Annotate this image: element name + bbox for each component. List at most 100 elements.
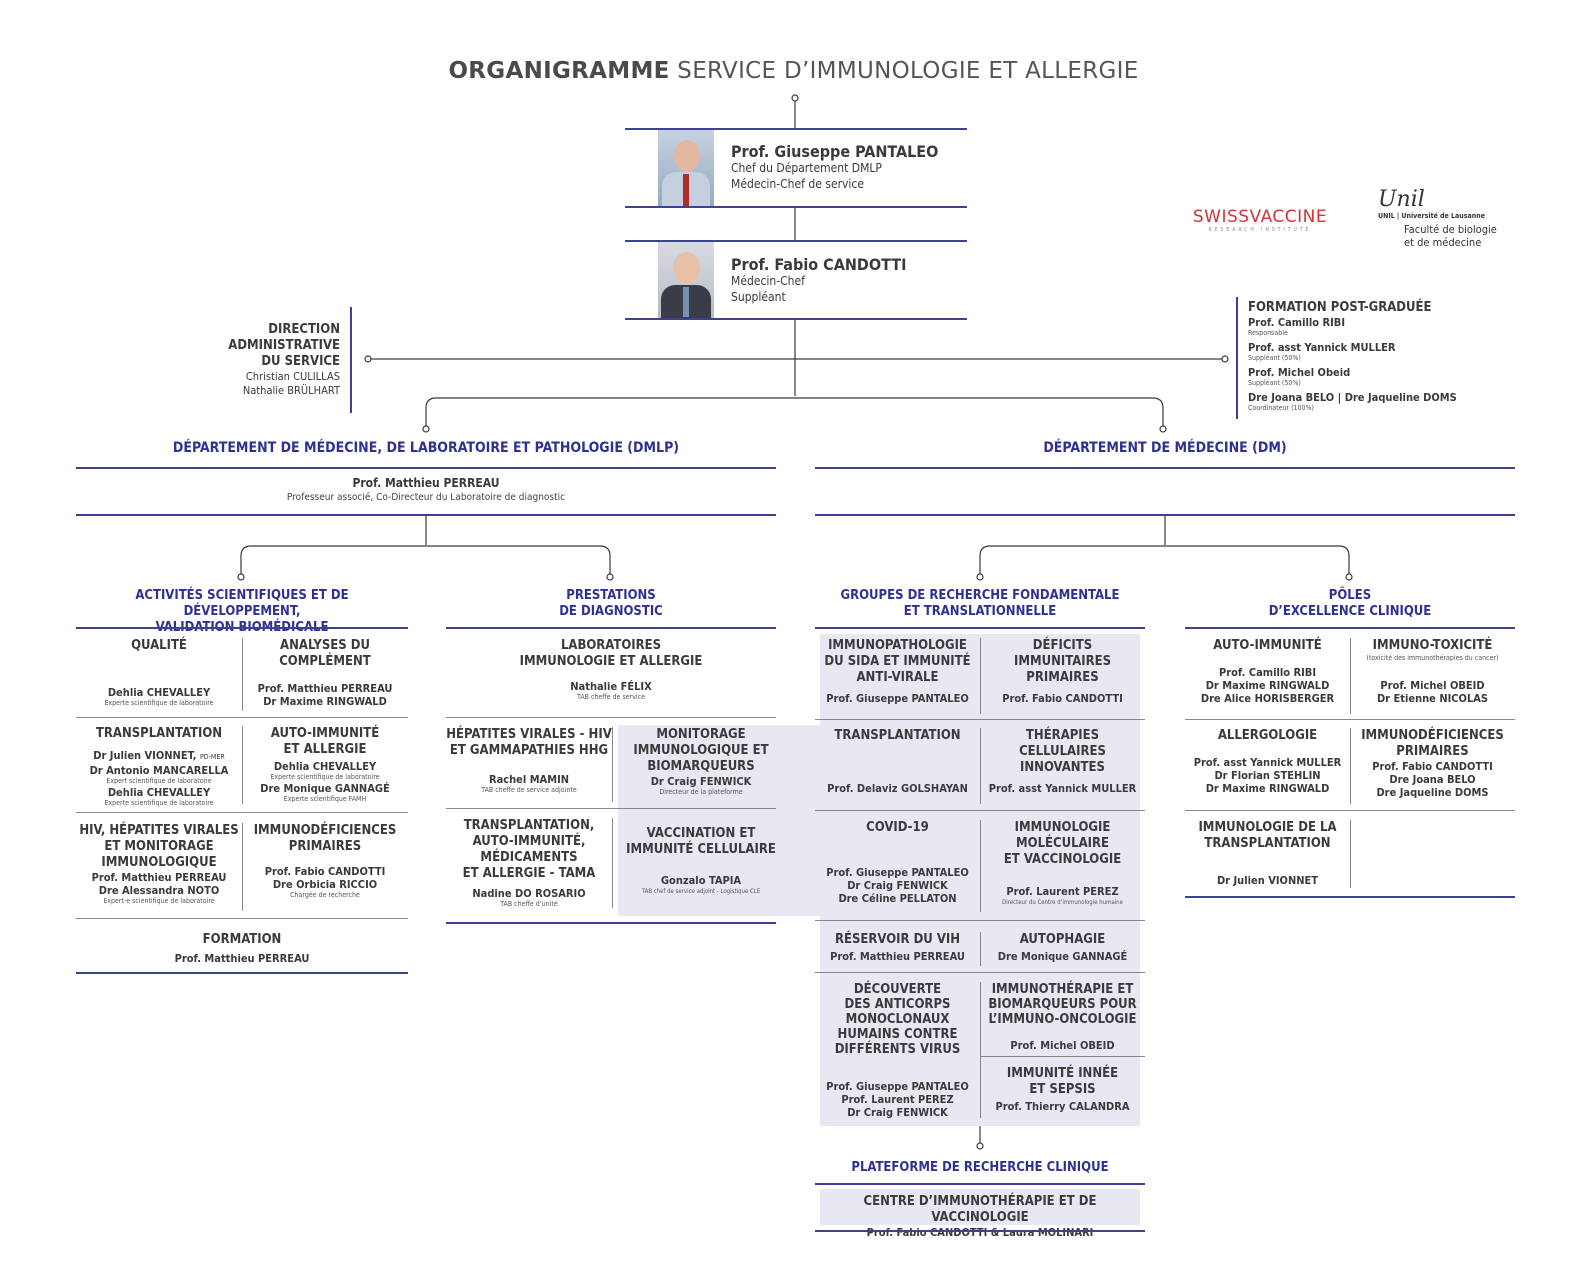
diag-monitorage: MONITORAGE IMMUNOLOGIQUE ET BIOMARQUEURS… — [618, 727, 784, 797]
grp-rule-top — [815, 627, 1145, 629]
sci-rule-bottom — [76, 972, 408, 974]
grp-mol-person: Prof. Laurent PEREZ — [1006, 885, 1119, 898]
head2-top-rule — [625, 240, 967, 242]
diag-title-2: DE DIAGNOSTIC — [559, 604, 663, 619]
sci-immu-title-2: PRIMAIRES — [288, 839, 362, 854]
pole-tox-person-2: Dr Etienne NICOLAS — [1376, 692, 1489, 705]
head2-role2: Suppléant — [731, 290, 786, 304]
unil-faculty-2: et de médecine — [1404, 236, 1482, 249]
grp-trans-title: TRANSPLANTATION — [834, 728, 961, 743]
sci-divider-2 — [242, 726, 243, 804]
pole-auto-person-2: Dr Maxime RINGWALD — [1205, 679, 1330, 692]
grp-rule-3 — [815, 810, 1145, 811]
pole-tx-person: Dr Julien VIONNET — [1216, 874, 1319, 887]
sci-formation: FORMATION Prof. Matthieu PERREAU — [76, 932, 408, 965]
sci-immu-title-1: IMMUNODÉFICIENCES — [253, 823, 397, 838]
pole-divider-1 — [1350, 638, 1351, 714]
diag-vacc-role: TAB chef de service adjoint - Logistique… — [641, 888, 761, 895]
title-bold: ORGANIGRAMME — [448, 58, 670, 84]
pole-immu-person-3: Dre Jaqueline DOMS — [1376, 786, 1489, 799]
sci-immu-role-2: Chargée de recherche — [290, 891, 360, 899]
grp-sida-title-1: IMMUNOPATHOLOGIE — [828, 638, 967, 653]
grp-dec-person-3: Dr Craig FENWICK — [847, 1106, 948, 1119]
grp-rule-2 — [815, 719, 1145, 720]
grp-mol-title-2: MOLÉCULAIRE — [1016, 836, 1109, 851]
sci-auto-person-2: Dre Monique GANNAGÉ — [260, 782, 390, 795]
grp-mol-title-3: ET VACCINOLOGIE — [1003, 852, 1122, 867]
sci-auto-immunite: AUTO-IMMUNITÉ ET ALLERGIE Dehlia CHEVALL… — [242, 726, 408, 804]
head1-name: Prof. Giuseppe PANTALEO — [731, 142, 939, 161]
grp-divider-3 — [980, 820, 981, 912]
dmlp-bottom-rule — [76, 514, 776, 516]
diag-hep-person: Rachel MAMIN — [488, 773, 570, 786]
pole-immuno-toxicite: IMMUNO-TOXICITÉ (toxicité des immunothér… — [1350, 638, 1515, 705]
unil-faculty-1: Faculté de biologie — [1404, 223, 1497, 236]
grp-ther-title-2: CELLULAIRES — [1019, 744, 1106, 759]
diag-vacc-title-1: VACCINATION ET — [646, 826, 756, 841]
pole-all-title: ALLERGOLOGIE — [1217, 728, 1318, 743]
grp-divider-2 — [980, 728, 981, 804]
sci-complement-person-2: Dr Maxime RINGWALD — [263, 695, 387, 708]
direction-title-3: DU SERVICE — [261, 354, 340, 369]
grp-immuno-oncologie: IMMUNOTHÉRAPIE ET BIOMARQUEURS POUR L’IM… — [980, 982, 1145, 1052]
grp-divider-5 — [980, 982, 981, 1118]
dmlp-top-rule — [76, 467, 776, 469]
sci-auto-title-1: AUTO-IMMUNITÉ — [270, 726, 380, 741]
grp-transplantation: TRANSPLANTATION Prof. Delaviz GOLSHAYAN — [815, 728, 980, 795]
grp-def-person: Prof. Fabio CANDOTTI — [1002, 692, 1123, 705]
grp-covid-person-3: Dre Céline PELLATON — [838, 892, 957, 905]
sci-transplantation-role-3: Experte scientifique de laboratoire — [104, 799, 214, 807]
grp-title-2: ET TRANSLATIONNELLE — [903, 604, 1057, 619]
grp-dec-person-2: Prof. Laurent PEREZ — [841, 1093, 954, 1106]
swissvaccine-wordmark: SWISSVACCINE — [1192, 207, 1328, 227]
pole-divider-3 — [1350, 820, 1351, 888]
sci-hiv-person-1: Prof. Matthieu PERREAU — [91, 871, 227, 884]
head2-name: Prof. Fabio CANDOTTI — [731, 255, 907, 274]
diag-mon-person: Dr Craig FENWICK — [650, 775, 752, 788]
diag-lab-role: TAB cheffe de service — [577, 693, 645, 701]
diag-mon-title-2: IMMUNOLOGIQUE ET — [633, 743, 769, 758]
pole-allergologie: ALLERGOLOGIE Prof. asst Yannick MULLER D… — [1185, 728, 1350, 795]
diag-divider-2 — [612, 818, 613, 908]
diag-hep-role: TAB cheffe de service adjointe — [481, 786, 577, 794]
diag-title: PRESTATIONS DE DIAGNOSTIC — [446, 588, 776, 620]
diag-rule-3 — [446, 808, 776, 809]
plat-centre: CENTRE D’IMMUNOTHÉRAPIE ET DE VACCINOLOG… — [815, 1194, 1145, 1239]
grp-sida-title-3: ANTI-VIRALE — [856, 670, 939, 685]
diag-tama: TRANSPLANTATION, AUTO-IMMUNITÉ, MÉDICAME… — [446, 818, 612, 909]
grp-def-title-1: DÉFICITS — [1032, 638, 1093, 653]
diag-divider-1 — [612, 727, 613, 802]
pole-immu-person-1: Prof. Fabio CANDOTTI — [1372, 760, 1493, 773]
sci-transplantation-title: TRANSPLANTATION — [95, 726, 223, 741]
pole-title-1: PÔLES — [1328, 588, 1372, 603]
diag-lab-person: Nathalie FÉLIX — [570, 680, 652, 693]
diag-rule-2 — [446, 717, 776, 718]
grp-dec-title-4: HUMAINS CONTRE — [837, 1027, 958, 1042]
pole-rule-bottom — [1185, 896, 1515, 898]
grp-rule-6 — [980, 1056, 1145, 1057]
sci-hiv-title-1: HIV, HÉPATITES VIRALES — [79, 823, 239, 838]
grp-sida-person: Prof. Giuseppe PANTALEO — [826, 692, 969, 705]
pole-tox-title: IMMUNO-TOXICITÉ — [1372, 638, 1493, 653]
sci-divider-1 — [242, 638, 243, 711]
grp-decouverte: DÉCOUVERTE DES ANTICORPS MONOCLONAUX HUM… — [815, 982, 980, 1119]
grp-sep-title-1: IMMUNITÉ INNÉE — [1006, 1066, 1119, 1081]
grp-sep-person: Prof. Thierry CALANDRA — [995, 1100, 1130, 1113]
diag-laboratoires: LABORATOIRES IMMUNOLOGIE ET ALLERGIE Nat… — [446, 638, 776, 702]
pole-immunodeficiences: IMMUNODÉFICIENCES PRIMAIRES Prof. Fabio … — [1350, 728, 1515, 799]
page-title: ORGANIGRAMME SERVICE D’IMMUNOLOGIE ET AL… — [300, 57, 1287, 85]
diag-lab-title-2: IMMUNOLOGIE ET ALLERGIE — [519, 654, 703, 669]
diag-tama-title-2: AUTO-IMMUNITÉ, — [472, 834, 586, 849]
sci-auto-title-2: ET ALLERGIE — [283, 742, 367, 757]
formation-role-4: Coordinateur (100%) — [1248, 404, 1315, 412]
sci-formation-person: Prof. Matthieu PERREAU — [174, 952, 310, 965]
dm-top-rule — [815, 467, 1515, 469]
grp-covid-person-2: Dr Craig FENWICK — [847, 879, 948, 892]
plat-centre-title: CENTRE D’IMMUNOTHÉRAPIE ET DE VACCINOLOG… — [863, 1194, 1097, 1225]
diag-rule-bottom — [446, 922, 776, 924]
diag-tama-role: TAB cheffe d’unité — [500, 900, 558, 908]
sci-complement-title-1: ANALYSES DU — [280, 638, 370, 653]
pole-title: PÔLES D’EXCELLENCE CLINIQUE — [1185, 588, 1515, 620]
sci-transplantation: TRANSPLANTATION Dr Julien VIONNET, PD-ME… — [76, 726, 242, 808]
pole-rule-2 — [1185, 719, 1515, 720]
